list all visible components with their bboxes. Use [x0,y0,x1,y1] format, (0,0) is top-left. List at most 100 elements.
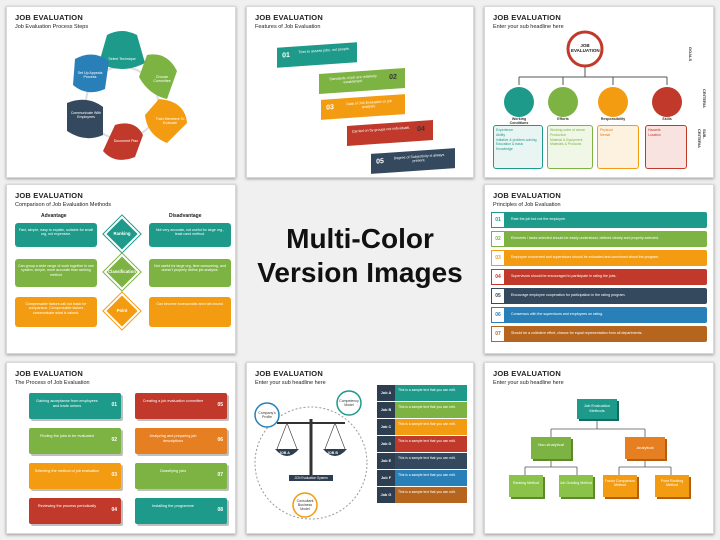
step-label: Communicate With Employees [70,111,102,120]
process-step-text: Gaining acceptance from employees and tr… [36,399,98,408]
advantage-cell: Fast, simple, easy to explain, suitable … [15,223,97,247]
method-label: Ranking [113,231,131,236]
principle-number: 03 [491,250,505,266]
disadvantage-cell: Not useful for large org, time consuming… [149,259,231,287]
process-step-number: 06 [217,437,223,443]
circle-label: Consultant Business Model [296,499,314,511]
principle-number: 04 [491,269,505,285]
slide-subtitle: Features of Job Evaluation [255,24,321,30]
principle-text: Employee concerned and supervisors shoul… [511,255,660,259]
job-text: This is a sample text that you can edit. [395,419,467,435]
disadvantage-cell: Not very accurate, not useful for large … [149,223,231,247]
principle-text: Should be a collective effort, chance fo… [511,331,643,335]
method-label: Classification [108,269,136,274]
disadvantage-header: Disadvantage [169,213,202,219]
advantage-header: Advantage [41,213,67,219]
criteria-tree-lines [504,30,682,117]
feature-item: Standards of job are relatively establis… [319,67,405,95]
slide-title: JOB EVALUATION [15,369,83,378]
process-step: Creating a job evaluation committee 05 [135,393,227,419]
leaf-node: Factor Comparison Method [603,475,637,497]
job-label: Job C [377,419,395,435]
slide-thumbnail-6[interactable]: JOB EVALUATION The Process of Job Evalua… [6,362,236,534]
principle-number: 02 [491,231,505,247]
step-label: Choose Committee [153,75,171,84]
disadvantage-cell: Can become bureaucratic and rule-bound. [149,297,231,327]
methods-tree-lines [524,419,672,475]
goal-node: JOB EVALUATION [571,43,600,53]
principle-text: Rate the job but not the employee. [511,217,566,221]
slide-thumbnail-2[interactable]: JOB EVALUATION Features of Job Evaluatio… [246,6,474,178]
pan-label: JOB A [279,451,290,455]
process-step-number: 02 [111,437,117,443]
job-text: This is a sample text that you can edit. [395,402,467,418]
side-label: SUB-CRITERIA [697,129,707,148]
slide-thumbnail-4[interactable]: JOB EVALUATION Comparison of Job Evaluat… [6,184,236,354]
leaf-node: Ranking Method [509,475,543,497]
process-step-number: 05 [217,402,223,408]
scale-illustration [254,390,368,520]
job-label: Job G [377,487,395,503]
slide-thumbnail-1[interactable]: JOB EVALUATION Job Evaluation Process St… [6,6,236,178]
feature-item: 03 Data of Job Evaluation is job analysi… [321,94,405,120]
slide-title: JOB EVALUATION [255,369,323,378]
slide-thumbnail-5[interactable]: JOB EVALUATION Principles of Job Evaluat… [484,184,714,354]
job-text: This is a sample text that you can edit. [395,453,467,469]
feature-item: 05 Degree of Subjectivity is always pres… [371,148,455,174]
job-text: This is a sample text that you can edit. [395,487,467,503]
job-label: Job E [377,453,395,469]
slide-title: JOB EVALUATION [493,191,561,200]
principle-text: Elements / tasks selected should be easi… [511,236,660,240]
circle-label: Company's Profile [258,411,276,419]
side-label: GOALS [688,47,693,62]
criteria-node: Working Conditions [509,117,529,126]
process-step-text: Selecting the method of job evaluation [34,469,100,473]
pan-label: JOB B [327,451,338,455]
job-text: This is a sample text that you can edit. [395,385,467,401]
slide-subtitle: Enter your sub headline here [493,380,564,386]
process-steps-ring [67,31,187,160]
slide-title: JOB EVALUATION [255,13,323,22]
center-title: Multi-Color Version Images [257,223,463,288]
principle-text: Consensus with the supervisors and emplo… [511,312,604,316]
branch-node: Non-Analytical [531,437,571,459]
principle-number: 06 [491,307,505,323]
slide-title: JOB EVALUATION [493,13,561,22]
circle-label: Competency Model [339,399,359,407]
leaf-node: Job Grading Method [559,475,593,497]
slide-subtitle: Comparison of Job Evaluation Methods [15,202,111,208]
process-step-number: 07 [217,472,223,478]
slide-subtitle: Job Evaluation Process Steps [15,24,89,30]
feature-item: 01 Tries to assess jobs, not people. [277,42,357,68]
step-label: Set Up Appeals Process [77,71,103,80]
process-step-text: Creating a job evaluation committee [142,399,204,403]
step-label: Select Technique [108,57,136,61]
slide-thumbnail-7[interactable]: JOB EVALUATION Enter your sub headline h… [246,362,474,534]
slide-title: JOB EVALUATION [15,13,83,22]
principle-number: 07 [491,326,505,342]
slide-thumbnail-8[interactable]: JOB EVALUATION Enter your sub headline h… [484,362,714,534]
principle-text: Encourage employee cooperation for parti… [511,293,626,297]
process-step-text: Installing the programme [152,504,194,508]
process-step-number: 08 [217,507,223,513]
slide-subtitle: Enter your sub headline here [255,380,326,386]
branch-node: Analytical [625,437,665,459]
slide-thumbnail-3[interactable]: JOB EVALUATION Enter your sub headline h… [484,6,714,178]
process-step: Analyzing and preparing job descriptions… [135,428,227,454]
